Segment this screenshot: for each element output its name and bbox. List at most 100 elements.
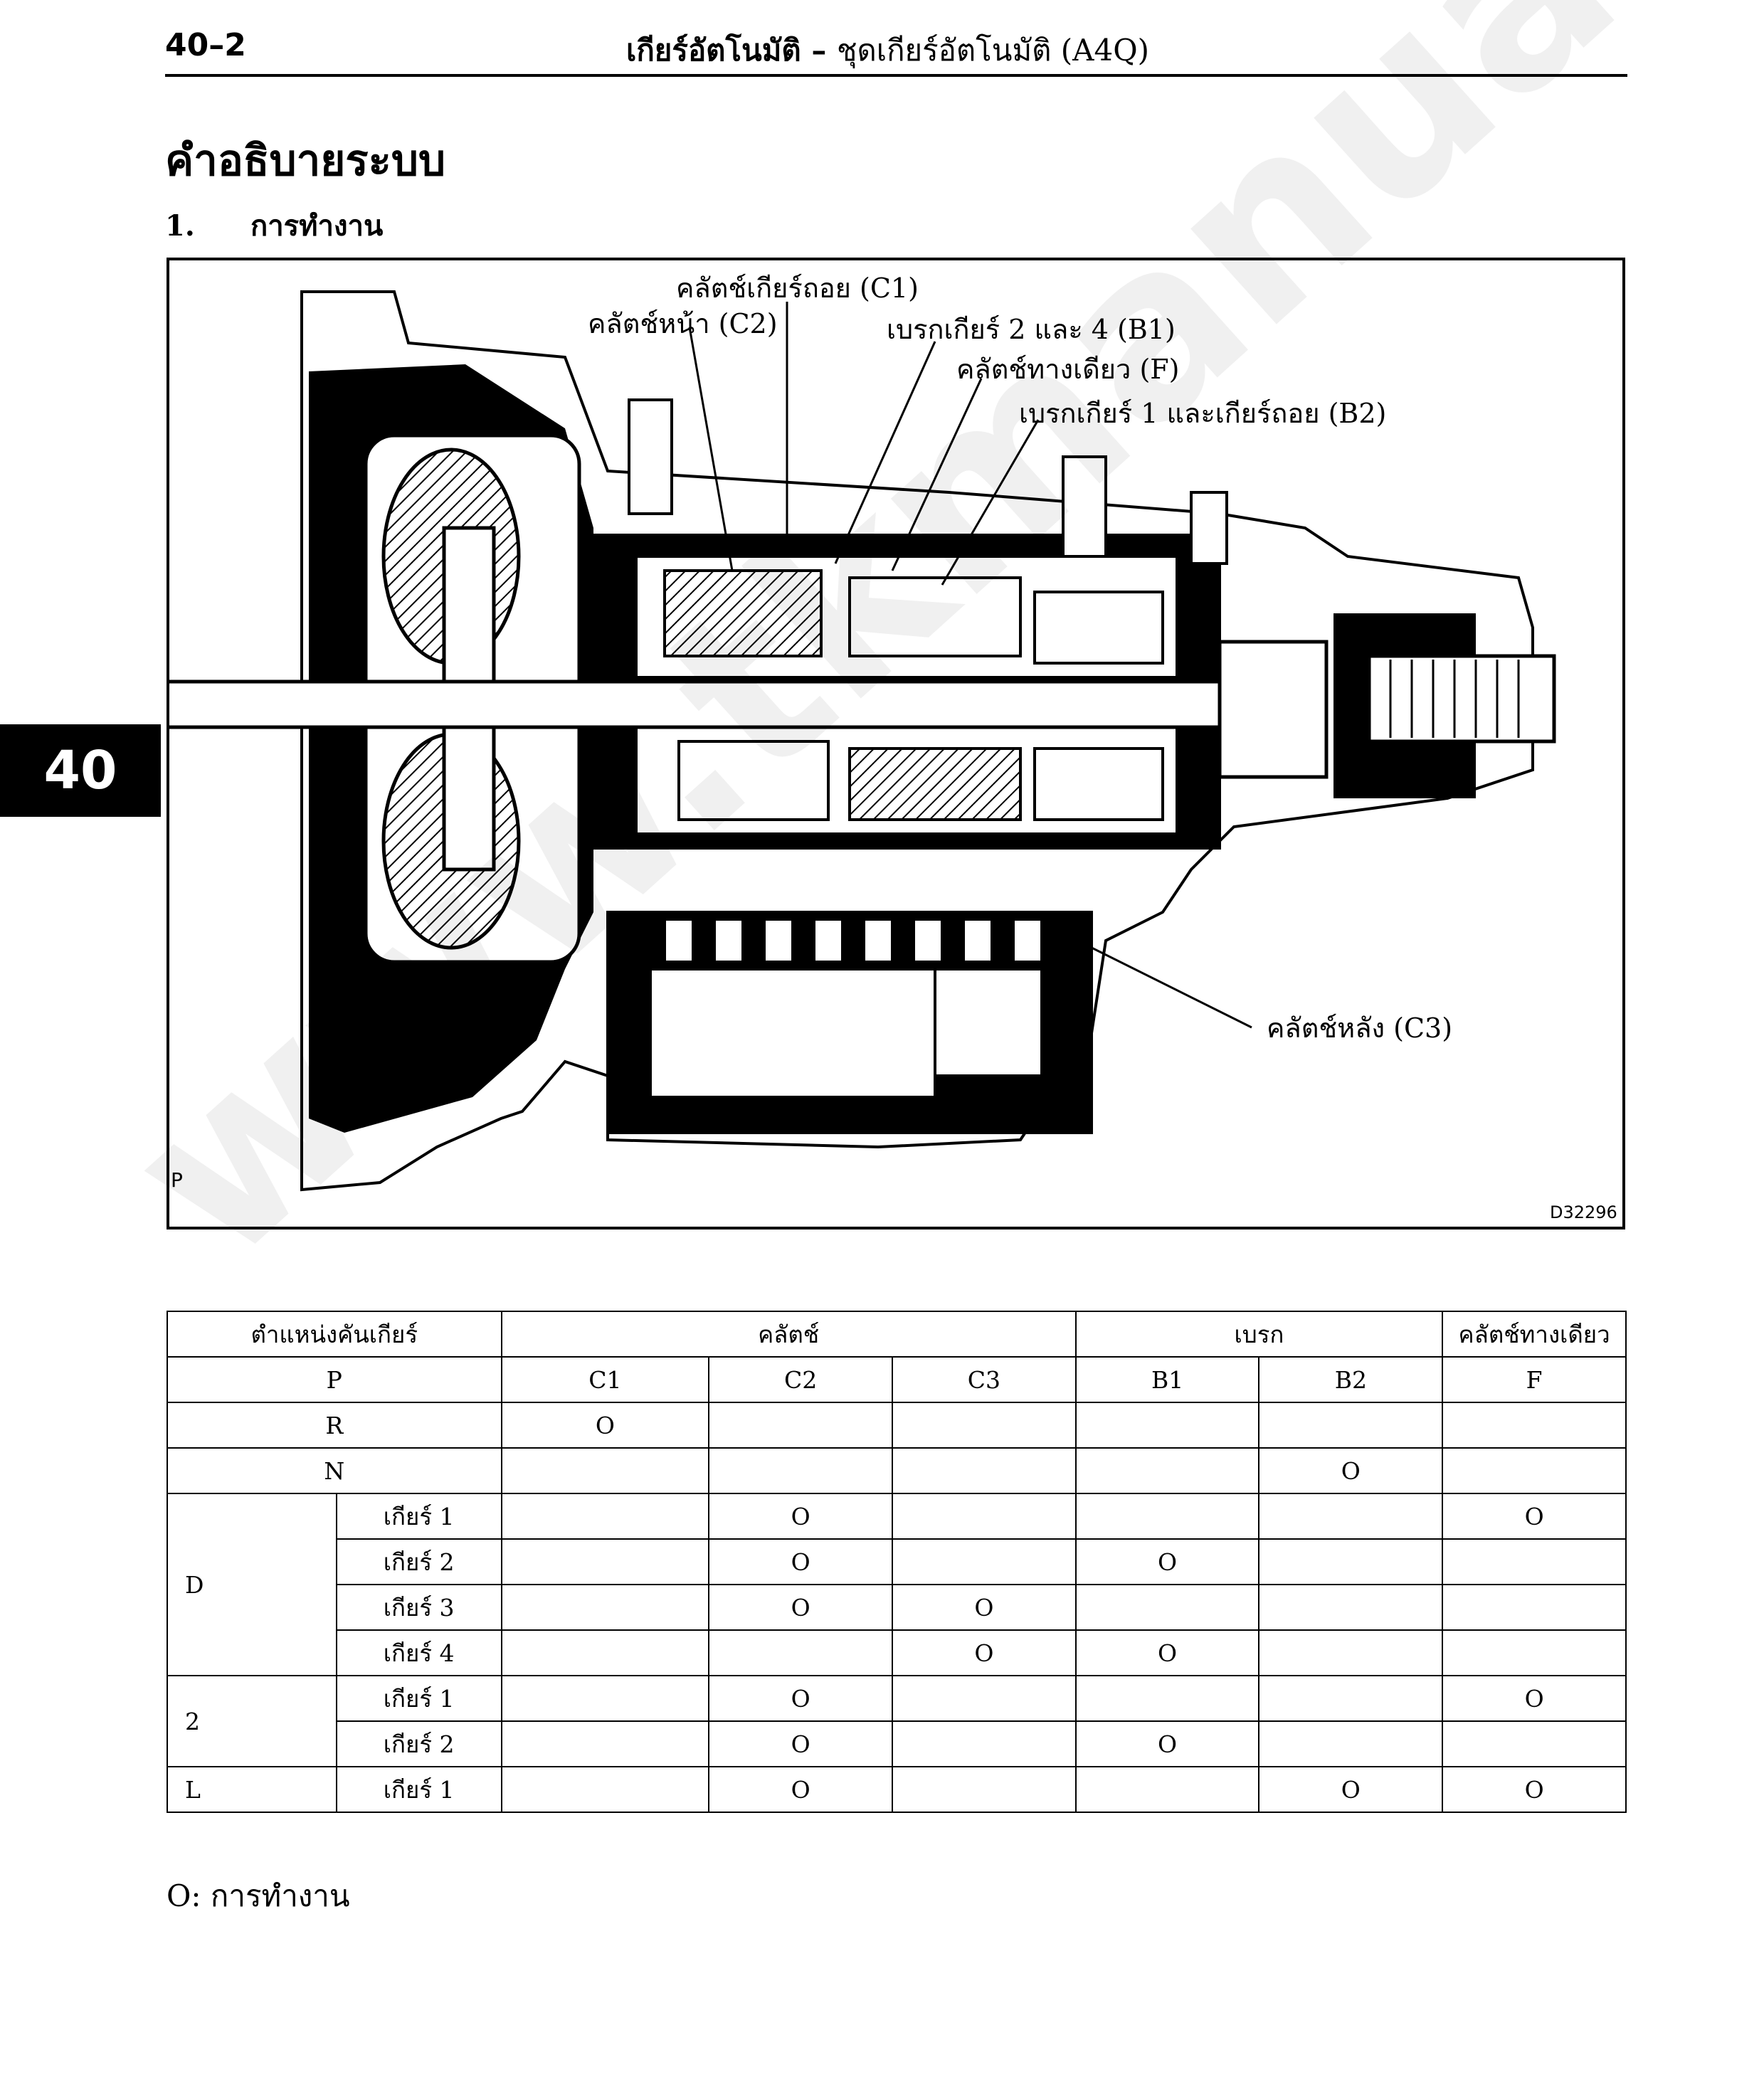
- table-cell: [891, 1447, 1077, 1494]
- table-row-group-label: D: [167, 1493, 337, 1676]
- header-brake: เบรก: [1074, 1311, 1444, 1358]
- figure-corner-marker: P: [171, 1168, 183, 1192]
- housing-outline: [300, 290, 1534, 1192]
- figure-frame: [167, 258, 1625, 1229]
- table-cell: [891, 1402, 1077, 1449]
- callout-rear-clutch-c3: คลัตช์หลัง (C3): [1267, 1012, 1453, 1044]
- table-cell: [1258, 1720, 1444, 1767]
- table-row-group-label: L: [167, 1766, 337, 1813]
- header-clutch: คลัตช์: [500, 1311, 1077, 1358]
- table-cell: [1258, 1538, 1444, 1585]
- table-gear-label: เกียร์ 1: [335, 1675, 502, 1722]
- callout-forward-clutch-c2: คลัตช์หน้า (C2): [588, 308, 778, 339]
- chapter-tab: 40: [0, 724, 161, 817]
- title-separator: –: [811, 33, 827, 68]
- transmission-cutaway-diagram: [167, 290, 1556, 1192]
- table-column-header-row: P C1 C2 C3 B1 B2 F: [167, 1356, 1627, 1403]
- table-cell: [708, 1629, 893, 1676]
- table-cell: [891, 1493, 1077, 1540]
- callout-brake-b2: เบรกเกียร์ 1 และเกียร์ถอย (B2): [1019, 398, 1387, 429]
- running-title: เกียร์อัตโนมัติ – ชุดเกียร์อัตโนมัติ (A4…: [626, 27, 1149, 74]
- col-header-b1: B1: [1074, 1356, 1260, 1403]
- callout-leader-lines: [688, 302, 1252, 1029]
- table-row: D เกียร์ 1 O O: [167, 1493, 1627, 1676]
- table-cell: O: [1442, 1766, 1627, 1813]
- table-gear-label: เกียร์ 3: [335, 1584, 502, 1631]
- table-cell: [1442, 1584, 1627, 1631]
- table-cell: [1258, 1493, 1444, 1540]
- title-main: เกียร์อัตโนมัติ: [626, 33, 801, 68]
- table-cell: O: [1074, 1629, 1260, 1676]
- section-heading: คำอธิบายระบบ: [165, 136, 446, 186]
- clutch-brake-operation-table: ตำแหน่งคันเกียร์ คลัตช์ เบรก คลัตช์ทางเด…: [167, 1311, 1627, 1813]
- table-gear-label: เกียร์ 2: [335, 1720, 502, 1767]
- table-gear-label: เกียร์ 4: [335, 1629, 502, 1676]
- col-header-c1: C1: [500, 1356, 710, 1403]
- table-row: เกียร์ 3 O O: [167, 1584, 1627, 1631]
- table-row-label: R: [167, 1402, 502, 1449]
- table-cell: O: [1442, 1675, 1627, 1722]
- table-cell: [708, 1402, 893, 1449]
- gearbox-body: [592, 534, 1221, 850]
- header-rule: [165, 74, 1627, 77]
- table-cell: O: [1442, 1493, 1627, 1540]
- callout-oneway-clutch-f: คลัตช์ทางเดียว (F): [956, 354, 1180, 385]
- table-cell: [1258, 1675, 1444, 1722]
- table-cell: [500, 1584, 710, 1631]
- page-number: 40–2: [165, 27, 246, 63]
- callout-brake-b1: เบรกเกียร์ 2 และ 4 (B1): [887, 314, 1176, 345]
- table-cell: [500, 1720, 710, 1767]
- table-cell: O: [1258, 1447, 1444, 1494]
- table-cell: [1442, 1629, 1627, 1676]
- table-cell: O: [500, 1402, 710, 1449]
- table-legend: O: การทำงาน: [167, 1878, 350, 1913]
- table-cell: O: [708, 1538, 893, 1585]
- table-cell: O: [708, 1493, 893, 1540]
- table-cell: [500, 1675, 710, 1722]
- table-row-group-label: 2: [167, 1675, 337, 1767]
- table-cell: [500, 1493, 710, 1540]
- table-cell: O: [708, 1720, 893, 1767]
- table-group-header-row: ตำแหน่งคันเกียร์ คลัตช์ เบรก คลัตช์ทางเด…: [167, 1311, 1627, 1358]
- table-row: 2 เกียร์ 1 O O: [167, 1675, 1627, 1767]
- table-cell: [891, 1538, 1077, 1585]
- header-oneway-clutch: คลัตช์ทางเดียว: [1442, 1311, 1627, 1358]
- table-cell: [1258, 1584, 1444, 1631]
- table-cell: O: [708, 1584, 893, 1631]
- main-shaft: [167, 613, 1556, 798]
- table-row-label: N: [167, 1447, 502, 1494]
- col-header-c2: C2: [708, 1356, 893, 1403]
- table-cell: [1074, 1766, 1260, 1813]
- table-cell: [1442, 1538, 1627, 1585]
- header-shift-position: ตำแหน่งคันเกียร์: [167, 1311, 502, 1358]
- table-cell: O: [1258, 1766, 1444, 1813]
- table-cell: [500, 1629, 710, 1676]
- table-cell: O: [708, 1766, 893, 1813]
- table-row: เกียร์ 4 O O: [167, 1629, 1627, 1676]
- oil-pan-valve-body: [606, 911, 1093, 1134]
- table-cell: [1442, 1447, 1627, 1494]
- table-cell: [1442, 1402, 1627, 1449]
- table-cell: O: [1074, 1720, 1260, 1767]
- table-cell: O: [891, 1584, 1077, 1631]
- table-cell: [1074, 1493, 1260, 1540]
- table-cell: [1074, 1675, 1260, 1722]
- table-cell: [891, 1766, 1077, 1813]
- table-row-label: P: [167, 1356, 502, 1403]
- table-cell: [1074, 1402, 1260, 1449]
- title-sub: ชุดเกียร์อัตโนมัติ (A4Q): [836, 33, 1150, 68]
- table-cell: [708, 1447, 893, 1494]
- col-header-c3: C3: [891, 1356, 1077, 1403]
- table-row: L เกียร์ 1 O O O: [167, 1766, 1627, 1813]
- table-cell: [500, 1538, 710, 1585]
- subsection-title: การทำงาน: [250, 209, 384, 243]
- subsection-heading: 1. การทำงาน: [165, 203, 383, 248]
- subsection-number: 1.: [165, 209, 195, 243]
- table-cell: [1074, 1584, 1260, 1631]
- table-gear-label: เกียร์ 1: [335, 1493, 502, 1540]
- table-cell: [891, 1675, 1077, 1722]
- sensors: [628, 398, 1228, 565]
- table-cell: [891, 1720, 1077, 1767]
- table-row: R O: [167, 1402, 1627, 1449]
- table-cell: O: [891, 1629, 1077, 1676]
